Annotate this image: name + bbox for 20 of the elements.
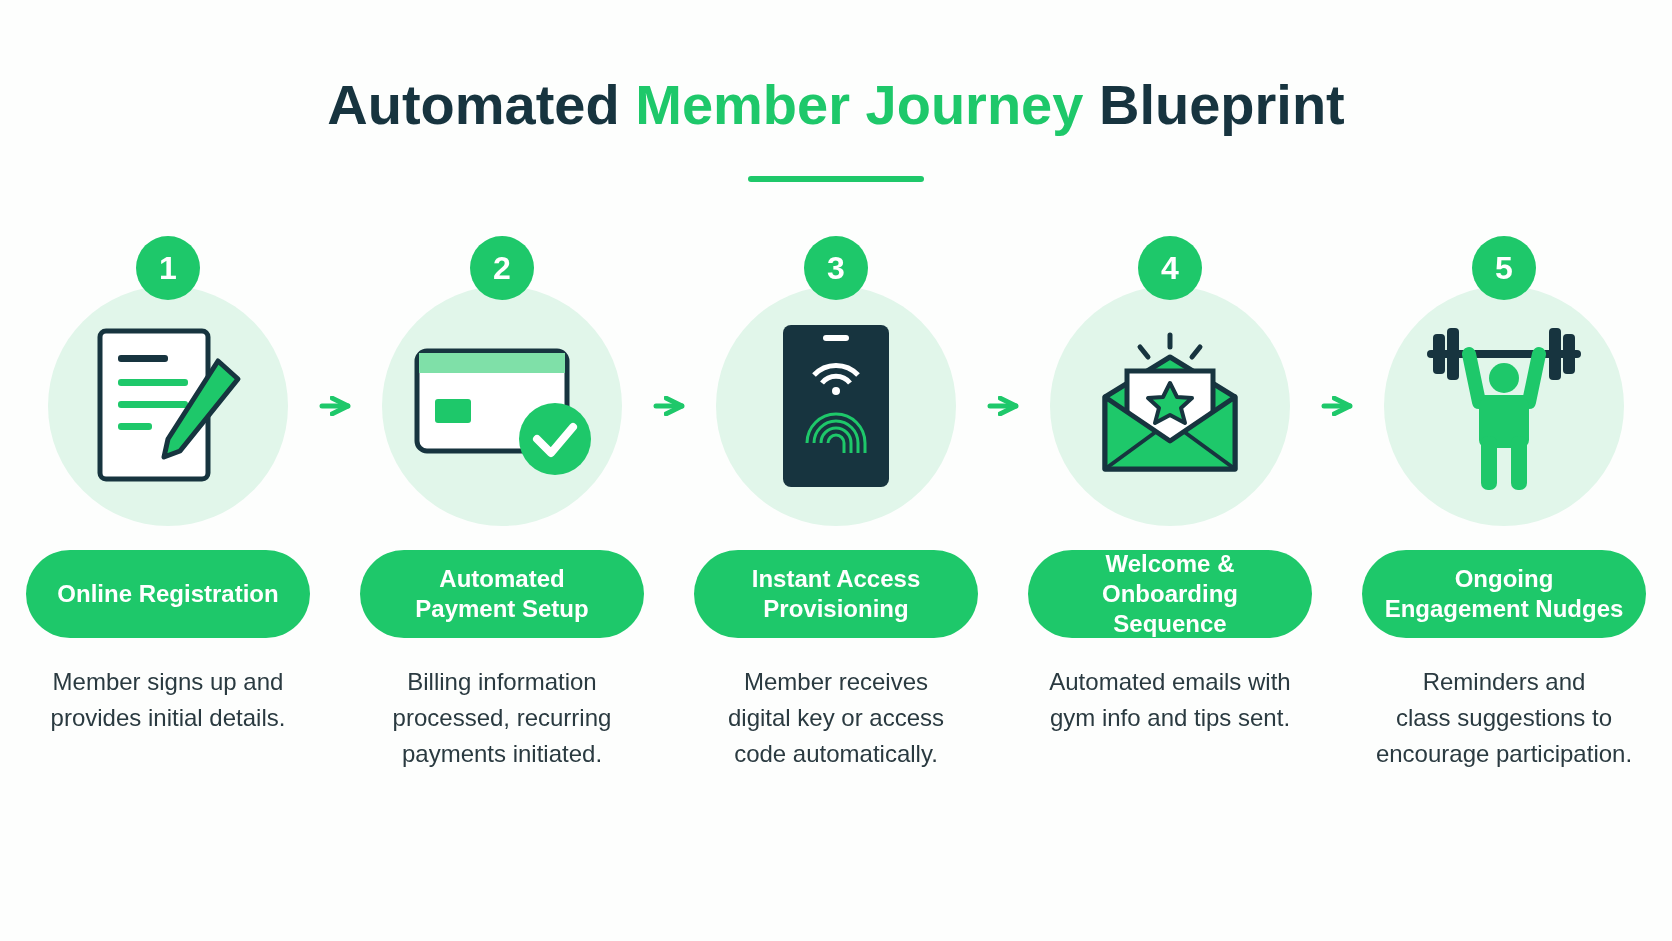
arrow xyxy=(987,395,1019,417)
step-number: 1 xyxy=(136,236,200,300)
step-number: 4 xyxy=(1138,236,1202,300)
step-title: Ongoing Engagement Nudges xyxy=(1362,550,1646,638)
step-number: 2 xyxy=(470,236,534,300)
step-number: 5 xyxy=(1472,236,1536,300)
arrow xyxy=(1321,395,1353,417)
step-title: Welcome & Onboarding Sequence xyxy=(1028,550,1312,638)
arrow xyxy=(653,395,685,417)
step-title: Automated Payment Setup xyxy=(360,550,644,638)
step-description: Member signs up and provides initial details. xyxy=(49,667,287,733)
step-description: Automated emails with gym info and tips sent. xyxy=(1048,667,1292,733)
step-number: 3 xyxy=(804,236,868,300)
step-description: Billing information processed, recurring payments initiated. xyxy=(391,667,613,769)
step-description: Reminders and class suggestions to encourage participation. xyxy=(1374,667,1634,769)
arrow xyxy=(319,395,351,417)
step-title: Instant Access Provisioning xyxy=(694,550,978,638)
step-title: Online Registration xyxy=(26,550,310,638)
step-description: Member receives digital key or access code automatically. xyxy=(726,667,946,769)
title: Automated Member Journey Blueprint xyxy=(326,72,1346,137)
